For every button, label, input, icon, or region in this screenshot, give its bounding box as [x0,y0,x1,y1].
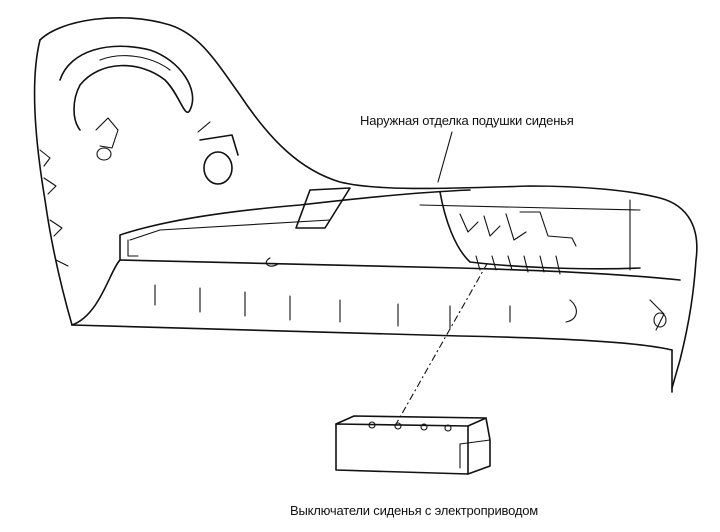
power-seat-switch-unit [335,415,491,475]
trim-leader-line [437,131,453,183]
switch-leader-line [394,261,489,427]
seat-cushion-outer-trim [33,16,698,393]
seat-cushion-trim-label: Наружная отделка подушки сиденья [360,113,574,128]
power-seat-switch-label: Выключатели сиденья с электроприводом [290,503,538,518]
